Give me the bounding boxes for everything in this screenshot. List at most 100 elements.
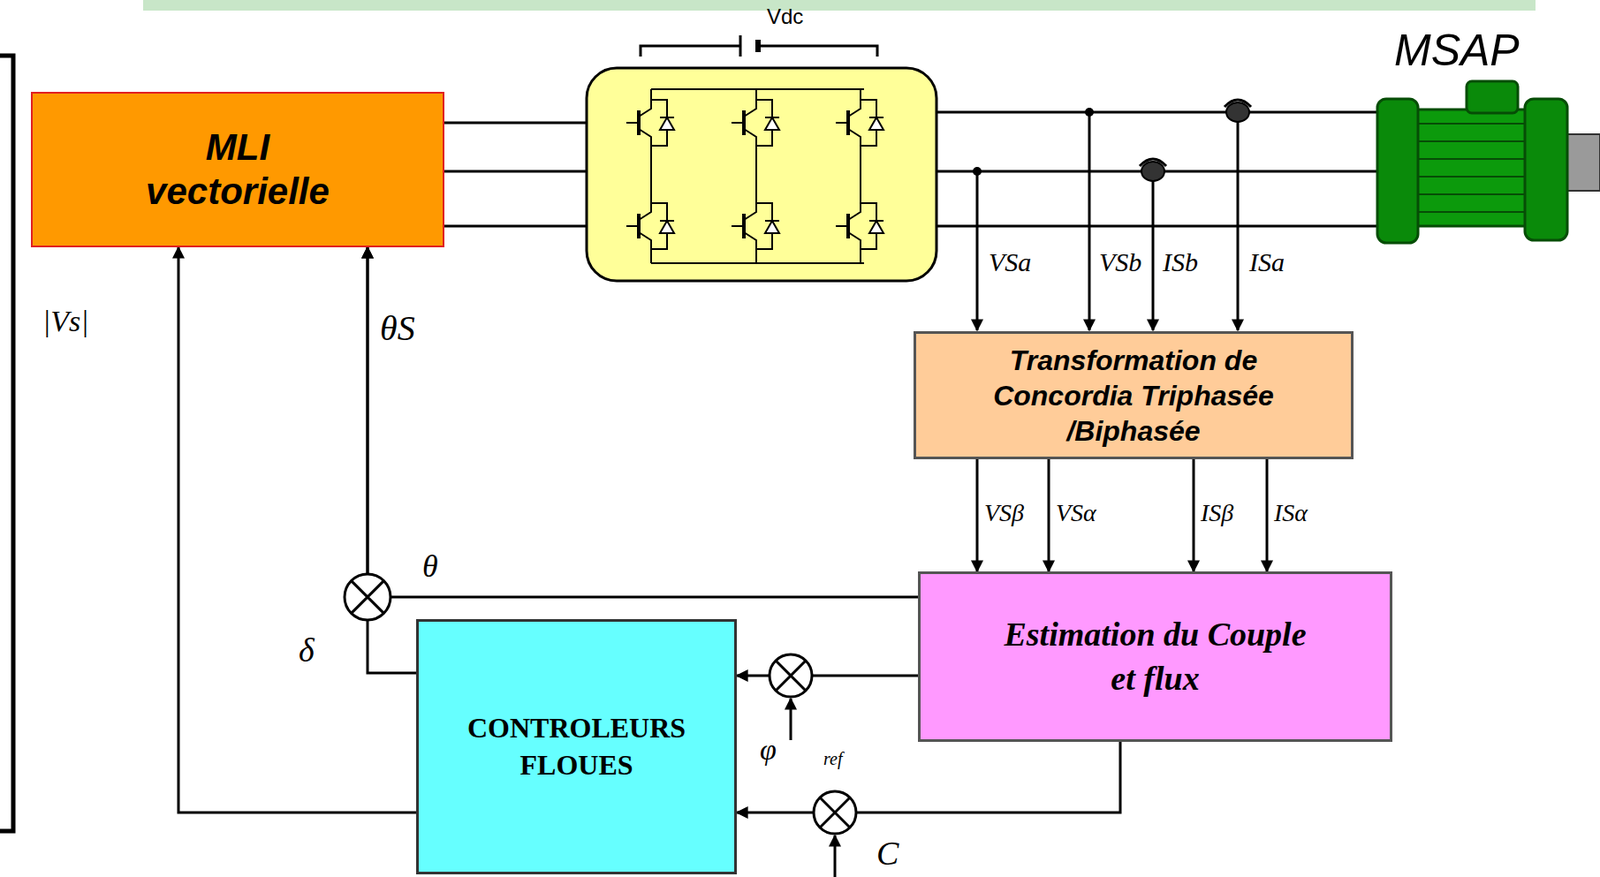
motor-fin (1418, 140, 1525, 143)
current-sensor (1139, 159, 1167, 167)
signal-connector (1047, 459, 1051, 572)
signal-connector (736, 742, 1121, 813)
flux-reference-wire (789, 698, 793, 741)
motor-front-flange (1377, 98, 1419, 243)
summing-junction (813, 791, 857, 835)
current-sensor (1141, 161, 1165, 182)
signal-connector (976, 459, 979, 572)
summing-junction (769, 654, 812, 698)
tap-wire (1152, 171, 1155, 331)
motor-fin (1418, 211, 1525, 213)
igbt-symbol (835, 203, 884, 250)
signal-name: |Vs| (40, 304, 91, 338)
igbt-gate (742, 213, 746, 239)
current-sensor (1224, 99, 1252, 107)
signal-connector (736, 674, 918, 678)
signal-name: ISβ (1198, 500, 1236, 528)
igbt-symbol (626, 203, 675, 250)
diode-symbol (765, 220, 780, 234)
tap-wire (1236, 112, 1240, 331)
igbt-symbol (626, 99, 675, 146)
node-label: CONTROLEURS FLOUES (429, 710, 724, 784)
gate-wire (440, 170, 587, 174)
diode-symbol (659, 220, 675, 234)
phase-wire (936, 225, 1381, 228)
igbt-stroke (626, 99, 675, 146)
junction-circle (769, 654, 812, 698)
tap-wire (976, 171, 979, 331)
dc-voltage-label: Vdc (765, 5, 805, 29)
diode-symbol (869, 117, 884, 130)
phase-lines (936, 112, 1381, 227)
gate-wire (440, 225, 587, 228)
signal-name: VSa (986, 247, 1033, 277)
junction-circle (813, 791, 857, 835)
diode-symbol (765, 117, 780, 130)
motor-fin (1418, 122, 1525, 125)
diode-symbol (869, 220, 884, 234)
motor-body (1413, 109, 1529, 227)
gate-signals (440, 122, 587, 227)
pwm-block: MLI vectorielle (30, 91, 445, 248)
igbt-gate (846, 110, 850, 136)
igbt-gate (846, 213, 850, 239)
summing-junction (344, 574, 391, 621)
signal-connector (178, 247, 417, 813)
signal-name: θ (420, 549, 440, 585)
signal-name: ISα (1272, 500, 1310, 528)
igbt-stroke (835, 203, 884, 250)
motor-back-flange (1524, 98, 1568, 241)
signal-name: ISb (1160, 247, 1200, 277)
junction-circle (344, 574, 391, 621)
signal-name: θS (378, 309, 418, 349)
motor-illustration (1377, 81, 1600, 243)
dc-bus (640, 35, 878, 57)
node-label: MLI vectorielle (112, 125, 364, 215)
measurement-taps (972, 99, 1252, 331)
leg-wire (650, 89, 653, 264)
signal-connector (1192, 459, 1196, 572)
diode-symbol (659, 117, 675, 130)
dc-wire (760, 45, 878, 57)
motor-fin (1418, 175, 1525, 178)
motor-shaft (1567, 134, 1600, 191)
current-sensor (1226, 102, 1250, 122)
phase-wire (936, 111, 1381, 114)
transform-block: Transformation de Concordia Triphasée /B… (913, 331, 1354, 460)
motor-fins (1418, 123, 1525, 213)
node-label: Transformation de Concordia Triphasée /B… (967, 342, 1300, 449)
signal-name: VSβ (982, 500, 1026, 528)
signal-subscript: ref (821, 749, 844, 769)
motor-label: MSAP (1392, 26, 1522, 76)
leg-wire (755, 89, 758, 264)
battery-plate (739, 35, 743, 57)
inverter-housing (586, 68, 937, 281)
igbt-stroke (626, 203, 675, 250)
signal-name: VSb (1097, 247, 1144, 277)
motor-fin (1418, 158, 1525, 160)
igbt-symbol (731, 203, 780, 250)
igbt-gate (636, 213, 641, 239)
signal-connector (367, 247, 918, 598)
dc-rail (651, 89, 865, 264)
dc-wire (640, 45, 741, 57)
junction-cross (819, 797, 850, 828)
junction-cross (775, 660, 806, 691)
igbt-stroke (731, 99, 780, 146)
signal-name: ISa (1247, 247, 1287, 277)
igbt-gate (636, 110, 641, 136)
motor-fin (1418, 193, 1525, 196)
igbt-symbol (835, 99, 884, 146)
signal-name: φ (758, 733, 779, 766)
gate-wire (440, 121, 587, 125)
igbt-bridge (626, 89, 884, 264)
tap-wire (1088, 112, 1092, 331)
junction-cross (351, 581, 385, 615)
leg-wire (859, 89, 862, 264)
signal-name: VSα (1054, 500, 1099, 528)
node-label: Estimation du Couple et flux (1000, 613, 1311, 701)
igbt-gate (742, 110, 746, 136)
frame-bracket (0, 55, 14, 832)
estimator-block: Estimation du Couple et flux (917, 571, 1393, 743)
